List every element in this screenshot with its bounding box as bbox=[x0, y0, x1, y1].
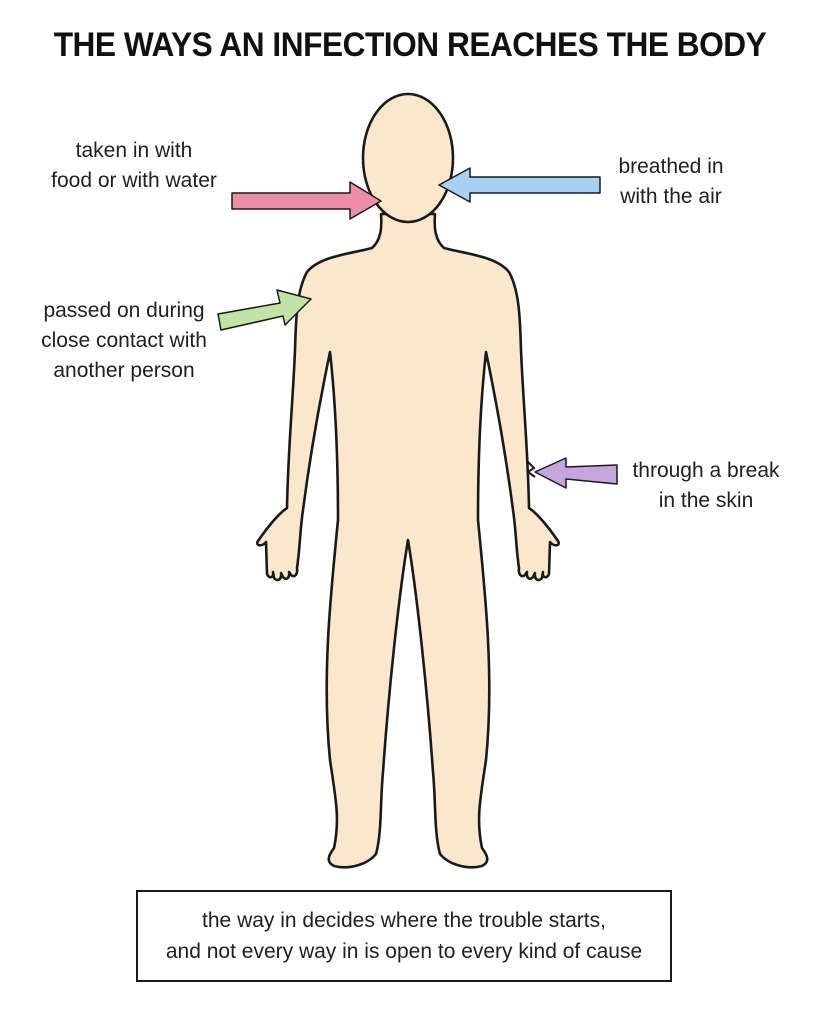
route-label-air: breathed in with the air bbox=[604, 152, 738, 212]
arrow-air bbox=[438, 167, 601, 203]
route-label-line: taken in with bbox=[75, 139, 193, 162]
diagram-title: THE WAYS AN INFECTION REACHES THE BODY bbox=[53, 26, 767, 64]
body-silhouette bbox=[256, 212, 560, 869]
skin-break-mark bbox=[526, 461, 536, 478]
route-label-line: breathed in bbox=[618, 155, 724, 178]
route-label-food: taken in with food or with water bbox=[34, 136, 234, 196]
route-label-line: in the skin bbox=[658, 489, 754, 512]
route-label-contact: passed on during close contact with anot… bbox=[24, 296, 224, 386]
route-label-line: passed on during bbox=[43, 299, 205, 322]
head bbox=[361, 92, 455, 224]
route-label-line: close contact with bbox=[41, 329, 207, 352]
note-line: and not every way in is open to every ki… bbox=[165, 940, 643, 963]
route-label-line: another person bbox=[53, 359, 195, 382]
route-label-line: with the air bbox=[620, 185, 722, 208]
arrow-skin bbox=[534, 457, 618, 489]
note-line: the way in decides where the trouble sta… bbox=[202, 909, 606, 932]
arrow-contact bbox=[217, 289, 312, 331]
route-label-line: food or with water bbox=[51, 169, 217, 192]
note-box: the way in decides where the trouble sta… bbox=[136, 890, 672, 982]
arrow-food bbox=[231, 181, 382, 220]
route-label-skin: through a break in the skin bbox=[620, 456, 792, 516]
route-label-line: through a break bbox=[632, 459, 780, 482]
